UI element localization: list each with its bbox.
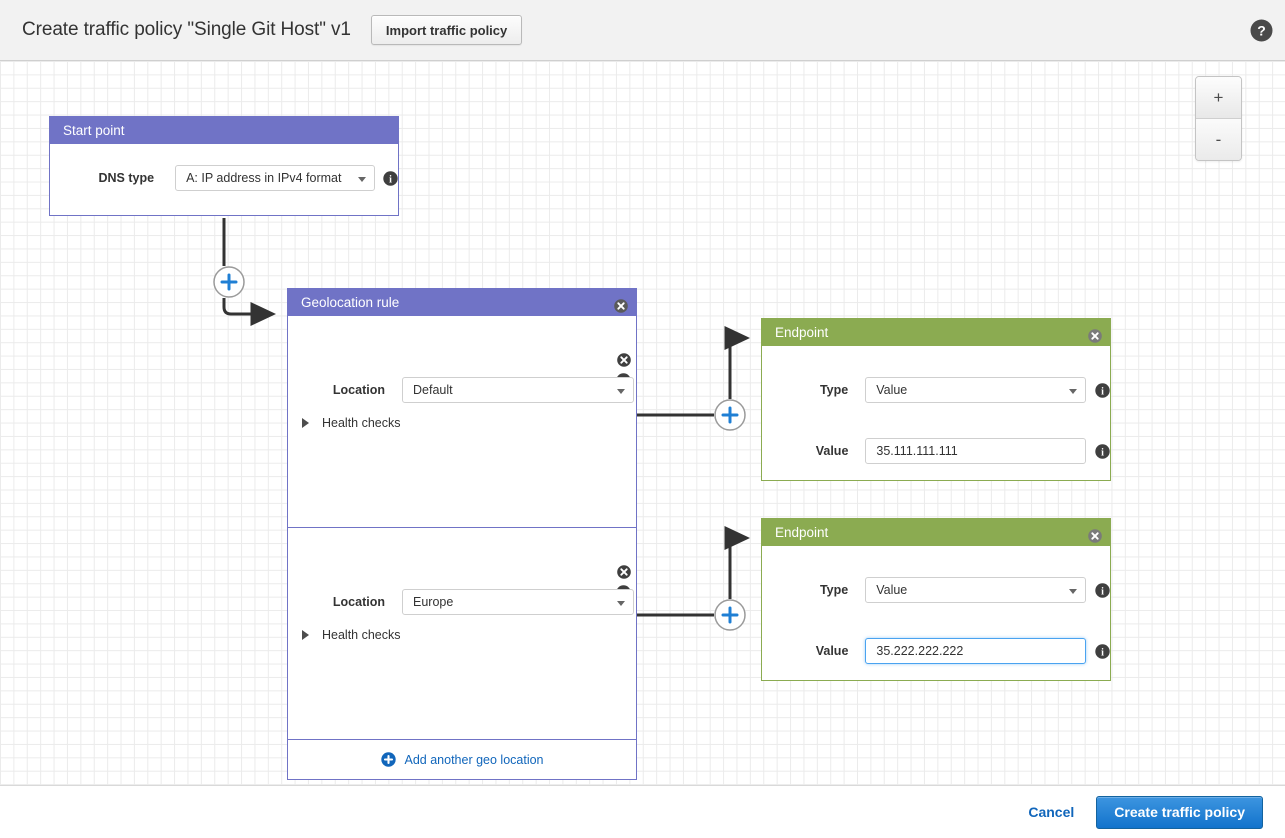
chevron-right-icon xyxy=(302,418,309,428)
close-icon[interactable] xyxy=(1088,525,1102,543)
geo-location-section: i Location Default Health checks xyxy=(288,316,636,528)
health-checks-label: Health checks xyxy=(322,416,401,430)
svg-text:i: i xyxy=(389,174,392,185)
endpoint-body: Type Value i Value 35.111.111.111 i xyxy=(762,346,1110,480)
geolocation-rule-header: Geolocation rule xyxy=(288,289,636,316)
start-point-node[interactable]: Start point DNS type A: IP address in IP… xyxy=(49,116,399,216)
remove-geo-location-icon[interactable] xyxy=(617,353,631,367)
start-point-header: Start point xyxy=(50,117,398,144)
geo-location-label: Location xyxy=(332,595,385,609)
plus-circle-icon xyxy=(380,752,396,767)
endpoint-type-select[interactable]: Value xyxy=(865,377,1086,403)
endpoint-value-label: Value xyxy=(815,444,849,458)
geolocation-rule-node[interactable]: Geolocation rule i Location Default xyxy=(287,288,637,780)
endpoint-type-info-icon[interactable]: i xyxy=(1095,582,1110,598)
endpoint-type-value: Value xyxy=(876,583,908,597)
endpoint-type-label: Type xyxy=(819,583,849,597)
geo-location-label: Location xyxy=(332,383,385,397)
endpoint-title: Endpoint xyxy=(775,325,829,340)
chevron-right-icon xyxy=(302,630,309,640)
close-icon[interactable] xyxy=(1088,325,1102,343)
chevron-down-icon xyxy=(1069,389,1077,394)
chevron-down-icon xyxy=(1069,589,1077,594)
close-icon[interactable] xyxy=(614,295,628,313)
add-node-endpoint-2[interactable] xyxy=(714,599,746,631)
endpoint-header: Endpoint xyxy=(762,319,1110,346)
endpoint-body: Type Value i Value 35.222.222.222 i xyxy=(762,546,1110,680)
health-checks-label: Health checks xyxy=(322,628,401,642)
help-circle-icon[interactable]: ? xyxy=(1250,19,1273,42)
endpoint-node[interactable]: Endpoint Type Value i Value 35.111.111.1… xyxy=(761,318,1111,481)
endpoint-type-value: Value xyxy=(876,383,908,397)
add-node-start[interactable] xyxy=(213,266,245,298)
page-title: Create traffic policy "Single Git Host" … xyxy=(22,19,351,40)
geo-location-select[interactable]: Europe xyxy=(402,589,634,615)
dns-type-value: A: IP address in IPv4 format xyxy=(186,171,342,185)
import-traffic-policy-button[interactable]: Import traffic policy xyxy=(370,15,523,45)
zoom-in-button[interactable]: + xyxy=(1196,77,1241,119)
svg-text:i: i xyxy=(1101,647,1104,658)
endpoint-title: Endpoint xyxy=(775,525,829,540)
connector-wires xyxy=(213,218,750,631)
add-another-geo-location-button[interactable]: Add another geo location xyxy=(288,740,636,779)
footer-bar: Cancel Create traffic policy xyxy=(0,785,1285,838)
health-checks-toggle[interactable]: Health checks xyxy=(302,416,401,430)
health-checks-toggle[interactable]: Health checks xyxy=(302,628,401,642)
remove-geo-location-icon[interactable] xyxy=(617,565,631,579)
dns-type-label: DNS type xyxy=(98,171,155,185)
svg-text:i: i xyxy=(1101,586,1104,597)
geo-location-section: i Location Europe Health checks xyxy=(288,528,636,740)
start-point-title: Start point xyxy=(63,123,125,138)
svg-text:i: i xyxy=(1101,447,1104,458)
geo-location-value: Default xyxy=(413,383,453,397)
policy-canvas[interactable]: + - Start point DNS type A: IP address i… xyxy=(0,61,1285,785)
endpoint-type-select[interactable]: Value xyxy=(865,577,1086,603)
chevron-down-icon xyxy=(617,601,625,606)
endpoint-value-text: 35.111.111.111 xyxy=(876,444,958,458)
endpoint-value-input[interactable]: 35.222.222.222 xyxy=(865,638,1086,664)
chevron-down-icon xyxy=(358,177,366,182)
endpoint-value-label: Value xyxy=(815,644,849,658)
geolocation-rule-title: Geolocation rule xyxy=(301,295,400,310)
endpoint-node[interactable]: Endpoint Type Value i Value 35.222.222.2… xyxy=(761,518,1111,681)
zoom-out-button[interactable]: - xyxy=(1196,119,1241,160)
add-another-geo-location-label: Add another geo location xyxy=(404,752,544,767)
svg-text:i: i xyxy=(1101,386,1104,397)
app-header: Create traffic policy "Single Git Host" … xyxy=(0,0,1285,61)
zoom-controls[interactable]: + - xyxy=(1195,76,1242,161)
start-point-body: DNS type A: IP address in IPv4 format i xyxy=(50,144,398,215)
dns-type-info-icon[interactable]: i xyxy=(383,170,398,186)
endpoint-value-input[interactable]: 35.111.111.111 xyxy=(865,438,1086,464)
endpoint-value-info-icon[interactable]: i xyxy=(1095,643,1110,659)
add-node-endpoint-1[interactable] xyxy=(714,399,746,431)
endpoint-type-info-icon[interactable]: i xyxy=(1095,382,1110,398)
endpoint-value-text: 35.222.222.222 xyxy=(876,644,964,658)
geo-location-value: Europe xyxy=(413,595,454,609)
dns-type-select[interactable]: A: IP address in IPv4 format xyxy=(175,165,375,191)
cancel-button[interactable]: Cancel xyxy=(1028,804,1075,820)
geo-location-select[interactable]: Default xyxy=(402,377,634,403)
chevron-down-icon xyxy=(617,389,625,394)
svg-text:?: ? xyxy=(1257,23,1266,39)
create-traffic-policy-button[interactable]: Create traffic policy xyxy=(1096,795,1263,829)
endpoint-value-info-icon[interactable]: i xyxy=(1095,443,1110,459)
endpoint-type-label: Type xyxy=(819,383,849,397)
endpoint-header: Endpoint xyxy=(762,519,1110,546)
